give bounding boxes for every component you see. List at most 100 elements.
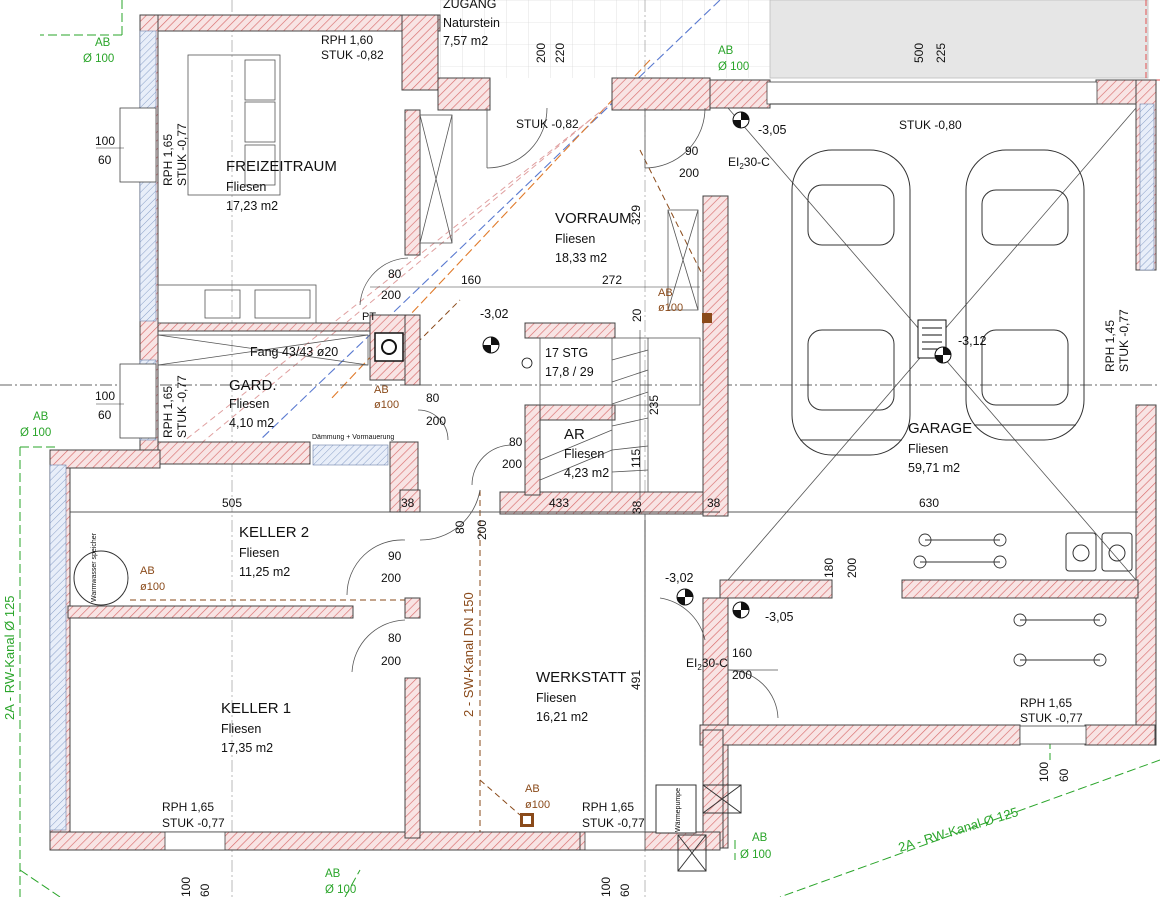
werkstatt-floor: Fliesen xyxy=(536,691,576,705)
drain-dia-7: ø100 xyxy=(658,302,683,314)
werkstatt-name: WERKSTATT xyxy=(536,669,626,686)
dim-window-1-h: 60 xyxy=(98,153,112,167)
level-rph-5: RPH 1,65 xyxy=(162,800,214,814)
ar-area: 4,23 m2 xyxy=(564,466,609,480)
dim-wall-38-2: 38 xyxy=(630,500,644,514)
drains xyxy=(520,313,712,827)
ar-name: AR xyxy=(564,426,585,443)
insulation xyxy=(49,30,1155,831)
dim-door-1-w: 80 xyxy=(388,267,402,281)
dim-werkstatt-491: 491 xyxy=(629,670,643,690)
dim-door-3-h: 200 xyxy=(426,414,446,428)
chimney-pt: PT xyxy=(362,311,376,323)
zugang-area: 7,57 m2 xyxy=(443,34,488,48)
freizeitraum-floor: Fliesen xyxy=(226,180,266,194)
dim-door-5-w: 80 xyxy=(453,520,467,534)
water-tank xyxy=(73,550,129,606)
dim-door-7-h: 200 xyxy=(381,654,401,668)
zugang-name: ZUGANG xyxy=(443,0,496,11)
level-markers xyxy=(482,111,952,619)
drain-ab-6: AB xyxy=(374,384,389,396)
drain-ab-1: AB xyxy=(95,37,111,49)
freizeitraum-area: 17,23 m2 xyxy=(226,199,278,213)
dim-door-3-w: 80 xyxy=(426,391,440,405)
dim-vorraum-272: 272 xyxy=(602,273,622,287)
keller2-floor: Fliesen xyxy=(239,546,279,560)
dim-keller-505: 505 xyxy=(222,496,242,510)
dim-garage-200: 200 xyxy=(845,558,859,578)
level-stuk-6: STUK -0,77 xyxy=(582,816,645,830)
drain-dia-5: Ø 100 xyxy=(325,884,356,896)
dim-door-8-w: 160 xyxy=(732,646,752,660)
dim-window-5-h: 60 xyxy=(618,883,632,897)
level-stuk-1: STUK -0,82 xyxy=(321,48,384,62)
vorraum-floor: Fliesen xyxy=(555,232,595,246)
drain-ab-4: AB xyxy=(752,832,768,844)
dim-door-2-h: 200 xyxy=(679,166,699,180)
level-rph-4: RPH 1,65 xyxy=(1020,696,1072,710)
dim-zugang-220: 220 xyxy=(553,43,567,63)
dim-vorraum-160: 160 xyxy=(461,273,481,287)
pipe-lines xyxy=(130,0,721,840)
gard-floor: Fliesen xyxy=(229,397,269,411)
vorraum-name: VORRAUM xyxy=(555,210,632,227)
dim-window-1-w: 100 xyxy=(95,134,115,148)
walls xyxy=(49,14,1157,851)
water-tank-label: Warmwasser speicher xyxy=(91,532,98,602)
car-right xyxy=(965,149,1085,441)
wall-vent xyxy=(677,784,742,872)
dim-window-5-w: 100 xyxy=(599,877,613,897)
dim-door-6-w: 90 xyxy=(388,549,402,563)
level-stuk-garage: STUK -0,80 xyxy=(899,118,962,132)
dim-vorraum-329: 329 xyxy=(629,205,643,225)
drain-dia-2: Ø 100 xyxy=(718,61,749,73)
rw-channel-lines xyxy=(19,0,1160,897)
fire-rating-1: EI230-C xyxy=(728,155,770,171)
car-left xyxy=(791,149,911,456)
dim-stair-20: 20 xyxy=(630,308,644,322)
dim-window-2-h: 60 xyxy=(98,408,112,422)
dimension-lines xyxy=(70,147,1138,830)
dim-garage-180: 180 xyxy=(822,558,836,578)
drain-dia-8: ø100 xyxy=(140,581,165,593)
drain-ab-2: AB xyxy=(718,45,734,57)
spot-level-4: -3,02 xyxy=(665,571,694,585)
level-rph-garage: RPH 1,45 xyxy=(1103,320,1117,372)
level-rph-2: RPH 1,65 xyxy=(161,134,175,186)
dim-door-7-w: 80 xyxy=(388,631,402,645)
chimney-label: Fang 43/43 ø20 xyxy=(250,345,338,359)
level-rph-6: RPH 1,65 xyxy=(582,800,634,814)
fire-rating-2: EI230-C xyxy=(686,656,728,672)
garage-name: GARAGE xyxy=(908,420,972,437)
drain-ab-8: AB xyxy=(140,565,155,577)
drain-dia-1: Ø 100 xyxy=(83,53,114,65)
level-stuk-zugang: STUK -0,82 xyxy=(516,117,579,131)
rw-channel-right: 2A - RW-Kanal Ø 125 xyxy=(896,804,1019,855)
dim-wall-38-1: 38 xyxy=(401,496,415,510)
drain-dia-3: Ø 100 xyxy=(20,427,51,439)
gard-area: 4,10 m2 xyxy=(229,416,274,430)
vorraum-area: 18,33 m2 xyxy=(555,251,607,265)
keller1-floor: Fliesen xyxy=(221,722,261,736)
level-stuk-4: STUK -0,77 xyxy=(1020,711,1083,725)
drain-dia-9: ø100 xyxy=(525,799,550,811)
dim-door-4-w: 80 xyxy=(509,435,523,449)
level-rph-1: RPH 1,60 xyxy=(321,33,373,47)
level-stuk-5: STUK -0,77 xyxy=(162,816,225,830)
spot-level-5: -3,05 xyxy=(765,610,794,624)
gard-name: GARD. xyxy=(229,377,277,394)
dim-garage-500: 500 xyxy=(912,43,926,63)
stair-ratio: 17,8 / 29 xyxy=(545,365,594,379)
spot-level-1: -3,05 xyxy=(758,123,787,137)
level-stuk-2: STUK -0,77 xyxy=(175,123,189,186)
ar-floor: Fliesen xyxy=(564,447,604,461)
washing-machines xyxy=(1065,532,1133,572)
drain-dia-6: ø100 xyxy=(374,399,399,411)
garage-area: 59,71 m2 xyxy=(908,461,960,475)
garage-floor: Fliesen xyxy=(908,442,948,456)
insulation-label: Dämmung + Vormauerung xyxy=(312,434,394,441)
bikes xyxy=(913,533,1107,667)
dim-window-4-w: 100 xyxy=(179,877,193,897)
dim-window-2-w: 100 xyxy=(95,389,115,403)
